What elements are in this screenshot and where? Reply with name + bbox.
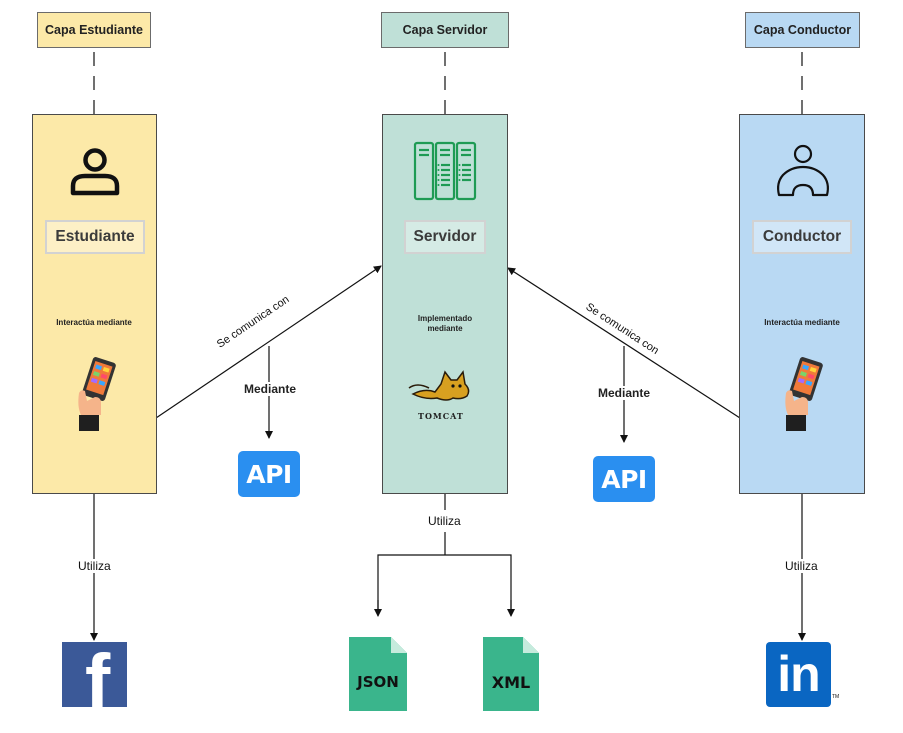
linkedin-glyph: in [777,646,820,702]
arrow-student-to-server [155,265,382,419]
driver-role-label: Conductor [752,220,852,254]
uses-left-label: Utiliza [78,559,111,573]
arrow-driver-to-server [507,267,741,419]
via-right-label: Mediante [598,386,651,400]
xml-file-icon: XML [483,637,539,711]
person-icon [70,148,120,196]
student-action-label: Interactúa mediante [56,318,132,327]
via-left-label: Mediante [244,382,297,396]
server-layer-box [382,114,508,494]
api-badge-right: API [593,456,655,502]
server-layer-header: Capa Servidor [381,12,509,48]
steering-driver-icon [777,144,829,197]
json-file-icon: JSON [349,637,407,711]
driver-action-label: Interactúa mediante [764,318,840,327]
facebook-glyph: f [85,642,111,708]
linkedin-logo: in [766,642,831,707]
driver-layer-header: Capa Conductor [745,12,860,48]
facebook-logo: f [62,642,127,707]
hand-phone-icon [785,357,823,431]
api-badge-left: API [238,451,300,497]
xml-file-label: XML [491,673,531,692]
server-rack-icon [413,141,477,201]
student-layer-header: Capa Estudiante [37,12,151,48]
tomcat-label: TOMCAT [418,411,464,421]
tomcat-logo [408,370,470,401]
server-role-label: Servidor [404,220,486,254]
linkedin-trademark: TM [832,694,840,700]
json-file-label: JSON [357,673,399,691]
server-action-label: Implementado mediante [417,314,473,333]
arrow-uses-server-trunk [377,493,512,614]
uses-right-label: Utiliza [785,559,818,573]
uses-server-label: Utiliza [428,514,461,528]
hand-phone-icon [78,357,116,431]
student-role-label: Estudiante [45,220,145,254]
